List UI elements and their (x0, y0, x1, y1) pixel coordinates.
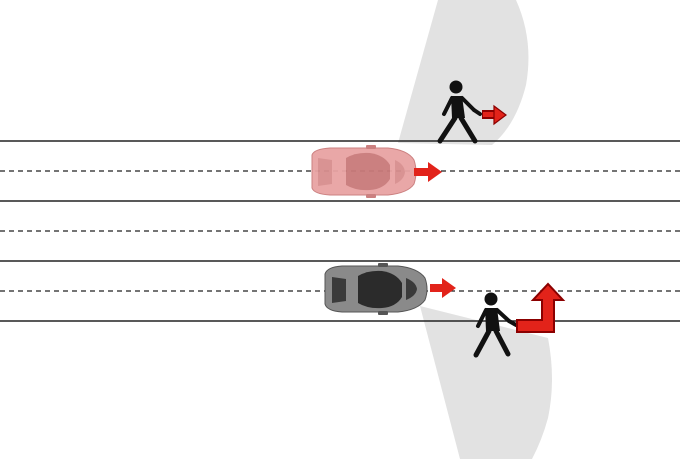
ghost-car-arrow-right-icon (414, 162, 442, 182)
ghost-car-icon (311, 145, 417, 198)
turn-up-arrow-icon (516, 282, 566, 333)
car-arrow-right-icon (430, 278, 456, 298)
lower-vision-cone (420, 306, 552, 459)
upper-pedestrian-arrow-right-icon (482, 104, 507, 126)
road (0, 140, 680, 322)
car-icon (324, 263, 428, 315)
upper-walking-person-icon (437, 80, 482, 144)
lower-walking-person-icon (473, 292, 518, 358)
